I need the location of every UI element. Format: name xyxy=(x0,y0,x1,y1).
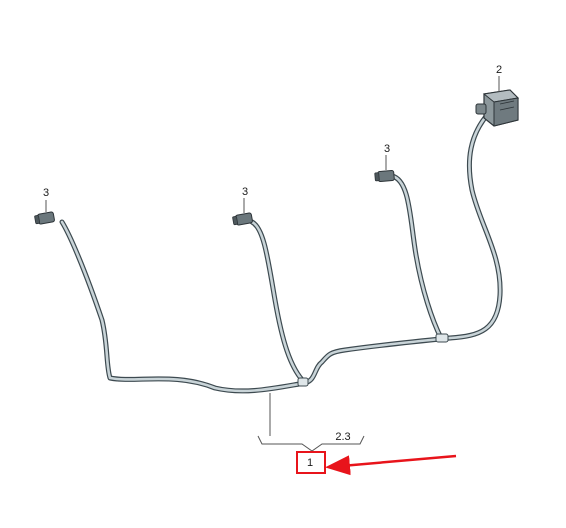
harness-trunk xyxy=(59,219,453,394)
highlight-arrow xyxy=(325,454,457,476)
callout-label-3-left: 3 xyxy=(43,187,49,199)
sensor-plug-left xyxy=(34,211,55,225)
harness-wire-core xyxy=(250,220,307,385)
harness-branch-connector xyxy=(447,111,503,341)
highlight-box xyxy=(296,451,326,474)
leader-lines xyxy=(45,76,500,452)
harness-wire-core xyxy=(448,112,502,340)
callout-label-3-middle: 3 xyxy=(242,186,248,198)
callout-label-3-right: 3 xyxy=(384,143,390,155)
sensor-plug-right xyxy=(374,169,395,183)
harness-wire-core xyxy=(60,220,452,393)
callout-label-2: 2 xyxy=(496,64,502,76)
junction-sleeves xyxy=(297,333,449,387)
harness-branch-middle xyxy=(249,219,308,386)
junction-sleeve xyxy=(297,377,309,387)
callout-label-1: 1 xyxy=(307,457,313,469)
harness-wire-core xyxy=(390,174,443,340)
sensor-plug-middle xyxy=(232,212,253,226)
connector-housing xyxy=(475,89,520,127)
junction-sleeve xyxy=(435,333,449,343)
callout-label-2-3: 2.3 xyxy=(335,431,350,443)
harness-wires xyxy=(59,111,503,394)
